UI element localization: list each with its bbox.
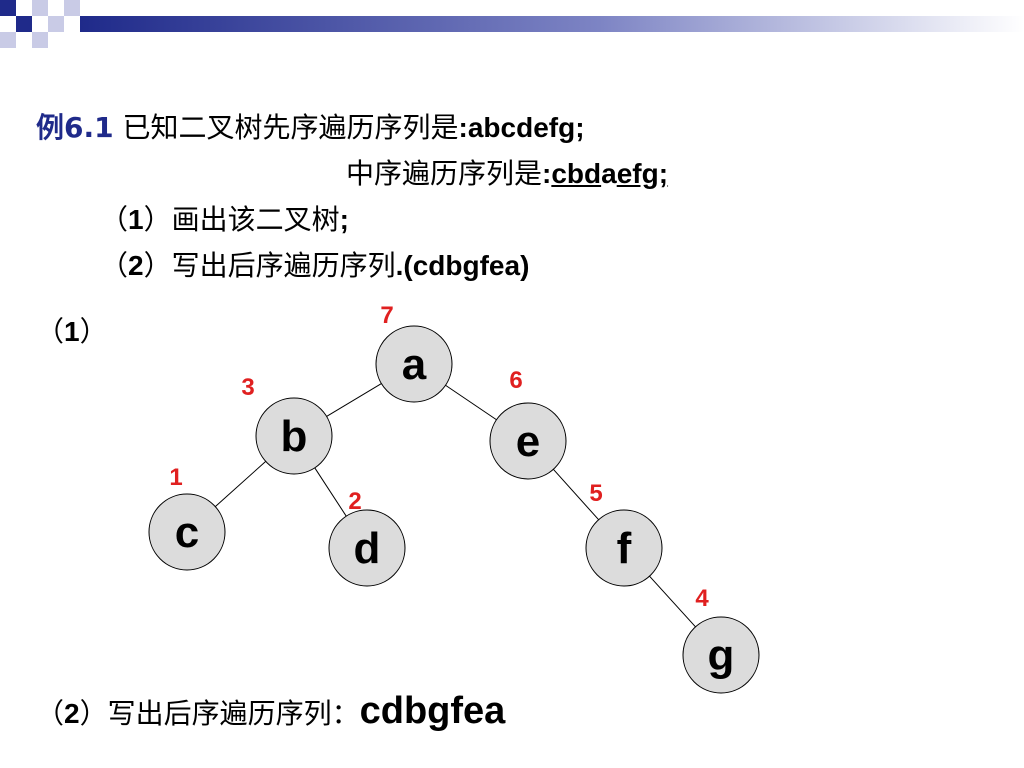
postorder-number-d: 2 [348,488,361,515]
tree-node-label-e: e [516,417,540,466]
inorder-cbd: cbd [551,158,602,189]
tree-node-f [585,509,663,587]
preorder-sequence: :abcdefg; [458,112,585,143]
task-2-num: 2 [128,250,144,281]
postorder-number-f: 5 [589,480,602,507]
tree-edge-a-e [445,384,497,421]
postorder-number-b: 3 [241,374,254,401]
task-1-end: ; [339,204,349,235]
task-2-open: （ [100,249,129,282]
task-1-open: （ [100,203,129,236]
tree-nodes: a7 b3 e 6 c 1 d 2 f5 g 4 [148,302,760,694]
postorder-number-a: 7 [380,302,393,329]
part-1-num: 1 [64,316,80,347]
postorder-number-e: 6 [509,367,522,394]
header-decoration [0,0,1024,48]
inorder-efg: efg; [616,158,669,189]
tree-node-a [375,325,453,403]
tree-node-d [328,509,406,587]
task-2-answer: .(cdbgfea) [395,250,530,281]
inorder-label: 中序遍历序列是 [346,157,543,190]
task-1-num: 1 [128,204,144,235]
tree-node-label-g: g [708,631,735,680]
problem-line-2: 中序遍历序列是:cbdaefg; [346,152,668,192]
inorder-a: a [601,158,617,189]
task-1-line: （1）画出该二叉树; [100,198,349,238]
tree-node-b [255,397,333,475]
tree-node-label-b: b [281,412,308,461]
tree-edge-f-g [649,575,696,628]
example-label: 例6.1 [36,111,114,144]
problem-line-1: 例6.1 已知二叉树先序遍历序列是:abcdefg; [36,106,585,146]
tree-node-label-a: a [402,340,427,389]
tree-edges [214,383,696,628]
tree-edge-b-c [214,461,267,507]
tree-node-label-d: d [354,524,381,573]
tree-edge-e-f [553,468,599,521]
tree-node-e [489,402,567,480]
postorder-number-c: 1 [169,464,182,491]
tree-node-label-c: c [175,508,199,557]
part-2-line: （2）写出后序遍历序列：cdbgfea [36,690,505,733]
problem-text: 已知二叉树先序遍历序列是 [122,111,459,144]
task-1-text: ）画出该二叉树 [143,203,340,236]
part-2-open: （ [36,697,65,730]
part-1-open: （ [36,315,65,348]
part-2-num: 2 [64,698,80,729]
postorder-number-g: 4 [695,585,709,612]
postorder-answer: cdbgfea [359,690,506,732]
tree-edge-a-b [326,383,382,417]
task-2-text: ）写出后序遍历序列 [143,249,396,282]
tree-node-label-f: f [617,524,632,573]
task-2-line: （2）写出后序遍历序列.(cdbgfea) [100,244,529,284]
inorder-sep: : [542,158,552,189]
part-2-text: ）写出后序遍历序列： [79,697,360,730]
part-1-close: ） [79,315,108,348]
tree-node-g [682,616,760,694]
part-1-label: （1） [36,310,108,350]
tree-node-c [148,493,226,571]
tree-edge-b-d [314,467,347,517]
